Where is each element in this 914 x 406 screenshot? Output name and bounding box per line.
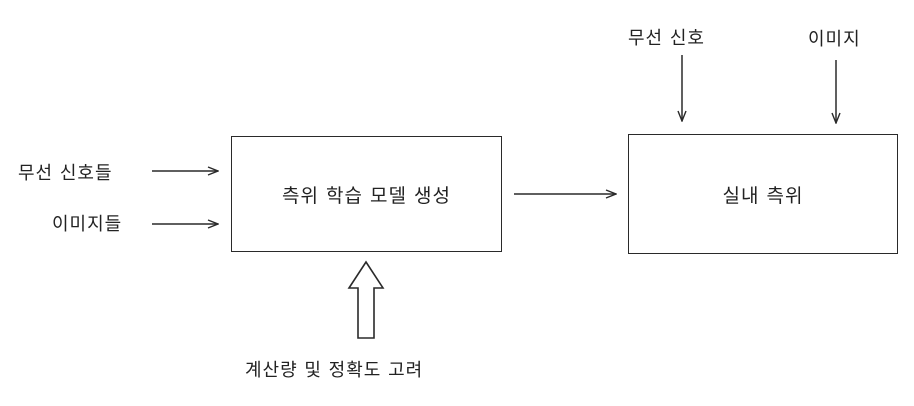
indoor-positioning-box: 실내 측위 [628, 134, 898, 254]
computation-accuracy-label: 계산량 및 정확도 고려 [245, 360, 424, 381]
images-input-label: 이미지들 [52, 214, 123, 235]
wireless-signals-input-label: 무선 신호들 [18, 163, 113, 184]
wireless-signal-input-label: 무선 신호 [628, 28, 705, 49]
consideration-hollow-arrow [347, 260, 385, 339]
training-model-label: 측위 학습 모델 생성 [282, 184, 451, 207]
image-input-label: 이미지 [808, 29, 861, 50]
training-model-box: 측위 학습 모델 생성 [231, 136, 502, 252]
indoor-positioning-label: 실내 측위 [722, 184, 804, 207]
